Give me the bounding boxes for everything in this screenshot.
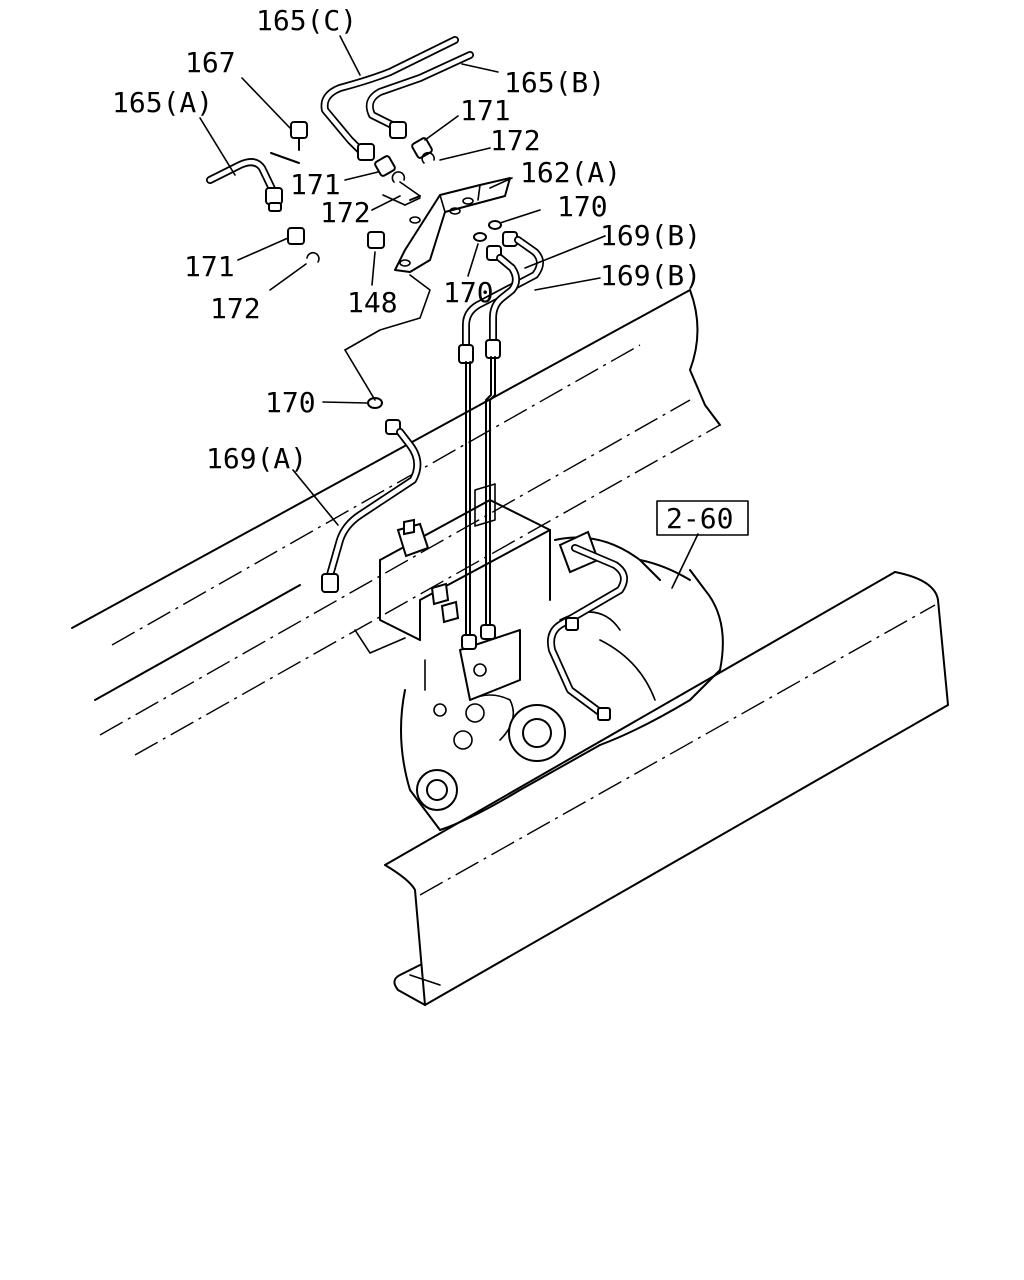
label-169b-top: 169(B) <box>600 219 701 252</box>
pipe-165b <box>365 51 474 139</box>
pipe-165c <box>320 36 459 161</box>
pipe-165a <box>206 158 283 212</box>
reference-box <box>656 500 749 536</box>
bolt-167 <box>270 121 308 164</box>
label-162a: 162(A) <box>520 156 621 189</box>
nut-171-pair <box>287 137 435 263</box>
label-167: 167 <box>185 46 236 79</box>
washer-170-group <box>367 220 502 409</box>
label-169a: 169(A) <box>206 442 307 475</box>
pipe-169b-2 <box>480 245 520 640</box>
label-172-bottom: 172 <box>210 292 261 325</box>
gearbox-body <box>379 483 724 831</box>
label-165c: 165(C) <box>256 4 357 37</box>
pipe-169a <box>321 274 431 654</box>
label-170-top: 170 <box>557 190 608 223</box>
label-171-top: 171 <box>460 94 511 127</box>
label-148: 148 <box>347 286 398 319</box>
label-165a: 165(A) <box>112 86 213 119</box>
pipe-2-60 <box>547 544 628 721</box>
label-170-mid: 170 <box>443 276 494 309</box>
label-172-top: 172 <box>490 124 541 157</box>
bracket-162a <box>382 177 511 273</box>
label-ref-2-60: 2-60 <box>666 502 733 535</box>
leader-lines <box>199 35 699 589</box>
label-171-bottom: 171 <box>184 250 235 283</box>
label-171-mid: 171 <box>290 168 341 201</box>
callout-labels: 165(C) 165(B) 167 165(A) 171 172 162(A) … <box>112 4 749 536</box>
frame-rail-upper <box>71 289 721 756</box>
label-170-left: 170 <box>265 386 316 419</box>
label-165b: 165(B) <box>504 66 605 99</box>
label-172-mid: 172 <box>320 196 371 229</box>
frame-rail-lower <box>384 571 949 1006</box>
label-169b-bottom: 169(B) <box>600 259 701 292</box>
